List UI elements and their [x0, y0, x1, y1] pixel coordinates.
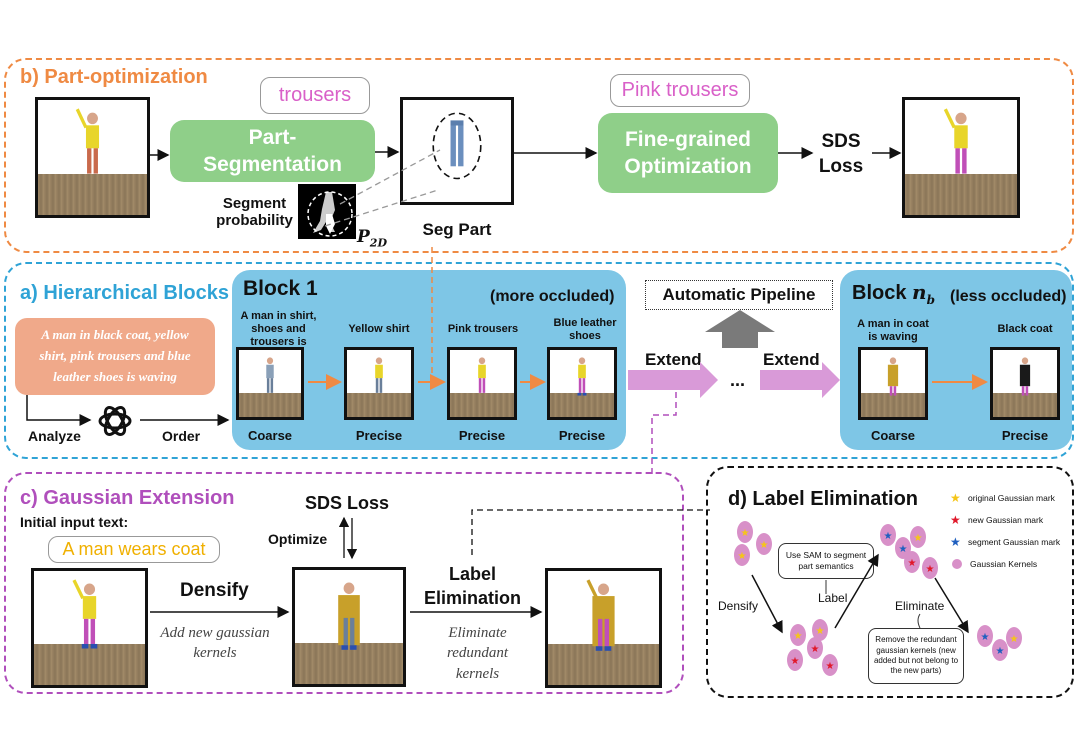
block1-item2-bottom: Precise — [355, 428, 403, 443]
extend-label-2: Extend — [763, 350, 820, 369]
part-segmentation-box: Part-Segmentation — [170, 120, 375, 182]
legend-star-icon: ★ — [950, 535, 961, 549]
prompt-man-wears-coat: A man wears coat — [48, 536, 220, 563]
block1-item1-bottom: Coarse — [247, 428, 293, 443]
block-1-title: Block 1 — [243, 277, 318, 300]
blocknb-item2-thumb — [990, 347, 1060, 420]
hierarchical-blocks-region — [4, 262, 1074, 459]
blocknb-item1-bottom: Coarse — [870, 428, 916, 443]
automatic-pipeline-box: Automatic Pipeline — [645, 280, 833, 310]
legend-new-text: new Gaussian mark — [968, 515, 1044, 525]
part-optimization-title: b) Part-optimization — [20, 66, 208, 88]
optimize-label: Optimize — [268, 531, 328, 547]
block1-item3-top: Pink trousers — [447, 323, 519, 335]
output-render-c — [545, 568, 662, 688]
p2d-subscript: 2D — [369, 236, 387, 250]
block1-item4-thumb — [547, 347, 617, 420]
block-nb-note: (less occluded) — [950, 288, 1067, 305]
segment-probability-label: Segment probability — [216, 195, 293, 230]
segment-probability-map — [298, 184, 356, 239]
prompt-pink-trousers: Pink trousers — [610, 74, 750, 107]
legend-kernels-text: Gaussian Kernels — [970, 559, 1038, 569]
order-label: Order — [162, 428, 201, 444]
analyze-label: Analyze — [28, 428, 81, 444]
eliminate-label-d: Eliminate — [895, 599, 945, 613]
label-elimination-region — [706, 466, 1074, 698]
densify-label-c: Densify — [180, 580, 249, 601]
sam-box: Use SAM to segment part semantics — [778, 543, 874, 579]
block-1-note: (more occluded) — [490, 288, 615, 305]
gaussian-extension-title: c) Gaussian Extension — [20, 487, 235, 509]
remove-box-text: Remove the redundant gaussian kernels (n… — [873, 635, 959, 676]
input-render-c — [31, 568, 148, 688]
part-optimization-region — [4, 58, 1074, 253]
block1-item1-thumb — [236, 347, 304, 420]
legend: ★ original Gaussian mark ★ new Gaussian ma… — [950, 487, 1070, 575]
fine-grained-optimization-box: Fine-grained Optimization — [598, 113, 778, 193]
prompt-trousers: trousers — [260, 77, 370, 114]
blocknb-item2-bottom: Precise — [1001, 428, 1049, 443]
densified-render — [292, 567, 406, 687]
full-text-prompt: A man in black coat, yellow shirt, pink … — [15, 318, 215, 395]
add-new-kernels-label: Add new gaussian kernels — [160, 625, 270, 662]
seg-part-render — [400, 97, 514, 205]
p2d-label: P2D — [357, 227, 387, 249]
legend-new: ★ new Gaussian mark — [950, 509, 1070, 531]
sds-loss-label-c: SDS Loss — [305, 493, 390, 513]
ellipsis-label: ... — [730, 370, 746, 390]
label-elimination-title: d) Label Elimination — [728, 488, 919, 510]
output-render-b — [902, 97, 1020, 218]
initial-input-text-label: Initial input text: — [20, 514, 129, 530]
block1-item4-top: Blue leather shoes — [553, 317, 617, 343]
legend-kernel-icon — [952, 559, 962, 569]
hierarchical-blocks-title: a) Hierarchical Blocks — [20, 282, 229, 304]
legend-segment-text: segment Gaussian mark — [968, 537, 1061, 547]
label-text-d: Label — [818, 591, 848, 605]
block1-item3-bottom: Precise — [458, 428, 506, 443]
remove-box: Remove the redundant gaussian kernels (n… — [868, 628, 964, 684]
label-elimination-label-c: Label Elimination — [423, 564, 521, 609]
seg-part-label: Seg Part — [422, 220, 492, 239]
legend-original-text: original Gaussian mark — [968, 493, 1055, 503]
legend-kernels: Gaussian Kernels — [950, 553, 1070, 575]
sam-box-text: Use SAM to segment part semantics — [785, 549, 867, 571]
block-nb-sub: b — [926, 293, 935, 307]
sds-loss-label-b: SDS Loss — [818, 131, 864, 177]
p2d-symbol: P — [357, 227, 370, 247]
legend-star-icon: ★ — [950, 491, 961, 505]
legend-segment: ★ segment Gaussian mark — [950, 531, 1070, 553]
legend-original: ★ original Gaussian mark — [950, 487, 1070, 509]
legend-star-icon: ★ — [950, 513, 961, 527]
block1-item4-bottom: Precise — [558, 428, 606, 443]
blocknb-item1-top: A man in coat is waving — [857, 318, 929, 344]
gaussian-extension-region — [4, 472, 684, 694]
extend-label-1: Extend — [645, 350, 702, 369]
eliminate-redundant-label: Eliminate redundant kernels — [446, 625, 509, 682]
block1-item2-top: Yellow shirt — [348, 323, 410, 335]
block-nb-title: Block nb — [852, 280, 935, 307]
block-nb-sym: n — [912, 280, 927, 304]
densify-label-d: Densify — [718, 599, 759, 613]
block1-item3-thumb — [447, 347, 517, 420]
block-nb-title-text: Block — [852, 282, 907, 304]
openai-logo-icon — [94, 400, 136, 442]
automatic-pipeline-label: Automatic Pipeline — [662, 285, 816, 305]
block1-item2-thumb — [344, 347, 414, 420]
blocknb-item2-top: Black coat — [997, 323, 1053, 335]
block-nb-symbol: nb — [912, 280, 935, 307]
input-render-b — [35, 97, 150, 218]
blocknb-item1-thumb — [858, 347, 928, 420]
